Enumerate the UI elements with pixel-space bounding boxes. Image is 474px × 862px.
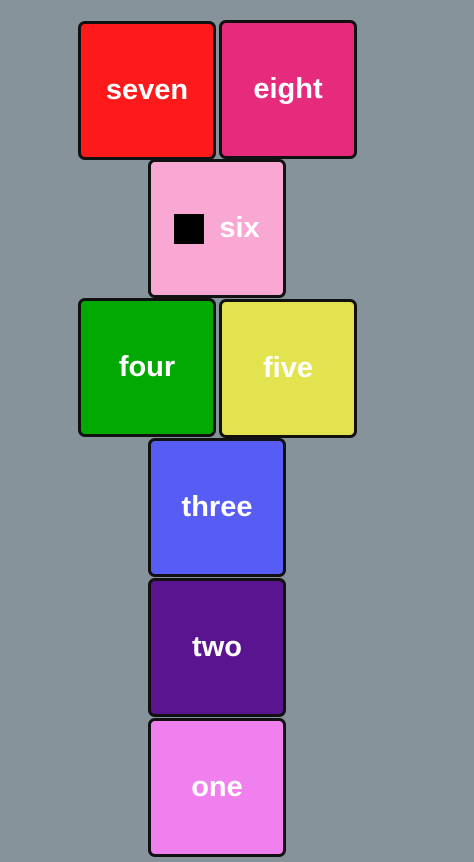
tile-label-eight: eight: [253, 73, 323, 105]
tile-label-five: five: [263, 352, 313, 384]
tile-label-three: three: [181, 491, 253, 523]
black-square-icon: [174, 213, 205, 244]
tile-label-six: six: [219, 212, 260, 244]
tile-four[interactable]: four: [78, 298, 216, 437]
tile-five[interactable]: five: [219, 299, 357, 438]
tile-label-one: one: [191, 771, 243, 803]
tile-label-seven: seven: [105, 74, 189, 106]
tile-eight[interactable]: eight: [219, 20, 357, 159]
tile-one[interactable]: one: [148, 718, 286, 857]
tile-three[interactable]: three: [148, 438, 286, 577]
tile-six[interactable]: six: [148, 159, 286, 298]
tile-seven[interactable]: seven: [78, 21, 216, 160]
tile-label-four: four: [118, 351, 176, 383]
tile-label-two: two: [192, 631, 242, 663]
tile-two[interactable]: two: [148, 578, 286, 717]
